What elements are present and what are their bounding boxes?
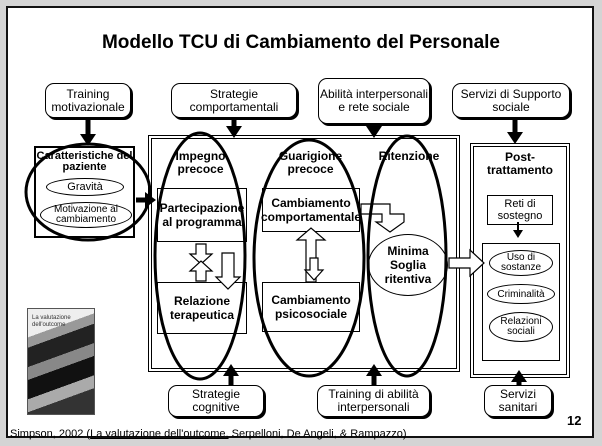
post-trattamento-frame: Post-trattamento Reti di sostegno Uso di… [470,143,570,378]
outcomes-box: Uso di sostanze Criminalità Relazioni so… [482,243,560,361]
hollow-arrow-down-cambiamento [303,257,325,281]
arrowhead-reti [513,230,523,238]
slide-title: Modello TCU di Cambiamento del Personale [101,32,500,53]
minima-soglia-ellipse: Minima Soglia ritentiva [368,234,448,296]
hollow-arrow-down [188,243,214,265]
box-relazione: Relazione terapeutica [157,282,247,334]
arrowhead-training-abilita [366,364,382,376]
box-training-abilita: Training di abilità interpersonali [317,385,430,417]
box-servizi-sanitari: Servizi sanitari [484,385,552,417]
post-header: Post-trattamento [486,150,553,177]
hollow-arrow-to-soglia [360,203,405,233]
arrowhead-servizi [507,132,523,144]
box-training-motivazionale: Training motivazionale [45,83,131,118]
ellipse-impegno [153,131,247,381]
citation-footer: Simpson, 2002 (La valutazione dell'outco… [10,428,407,440]
citation-prefix: Simpson, 2002 ( [10,428,91,440]
top-arrows [85,120,518,136]
box-strategie-comportamentali: Strategie comportamentali [171,83,297,118]
column-impegno: Impegno precoce [175,149,226,176]
arrowhead-servizi-sanitari [511,370,527,382]
hollow-arrow-up [188,260,214,282]
box-servizi-supporto: Servizi di Supporto sociale [452,83,570,118]
arrowhead-training [80,134,96,146]
pill-criminalita: Criminalità [487,284,555,304]
treatment-frame [148,135,460,372]
pill-uso-sostanze: Uso di sostanze [489,250,553,276]
hollow-arrow-to-post [448,248,485,278]
page-number: 12 [567,413,582,428]
pill-relazioni-sociali: Relazioni sociali [489,312,553,342]
box-abilita-interpersonali: Abilità interpersonali e rete sociale [318,78,430,124]
hollow-arrow-partecipazione-relazione [214,252,242,290]
box-cambiamento-psicosociale: Cambiamento psicosociale [262,282,360,332]
arrowhead-abilita [366,126,382,138]
citation-suffix: Serpelloni, De Angeli, & Rampazzo) [228,428,407,440]
pill-gravita: Gravità [46,178,124,196]
box-strategie-cognitive: Strategie cognitive [168,385,264,417]
patient-characteristics-box: Caratteristiche del paziente Gravità Mot… [34,146,135,238]
box-reti-sostegno: Reti di sostegno [487,195,553,225]
ellipse-patient [24,142,152,242]
box-cambiamento-comportamentale: Cambiamento comportamentale [261,188,361,232]
arrowhead-strategie [226,126,242,138]
pill-motivazione: Motivazione al cambiamento [40,202,132,228]
arrowhead-strategie-cognitive [223,364,239,376]
citation-link[interactable]: La valutazione dell'outcome, [90,428,229,440]
ellipse-guarigione [252,138,366,378]
hollow-arrow-up-cambiamento [295,227,327,283]
patient-header: Caratteristiche del paziente [36,150,133,173]
ellipse-ritenzione [366,134,448,378]
column-ritenzione: Ritenzione [378,149,440,163]
column-guarigione: Guarigione precoce [278,149,343,176]
box-partecipazione: Partecipazione al programma [157,188,247,242]
